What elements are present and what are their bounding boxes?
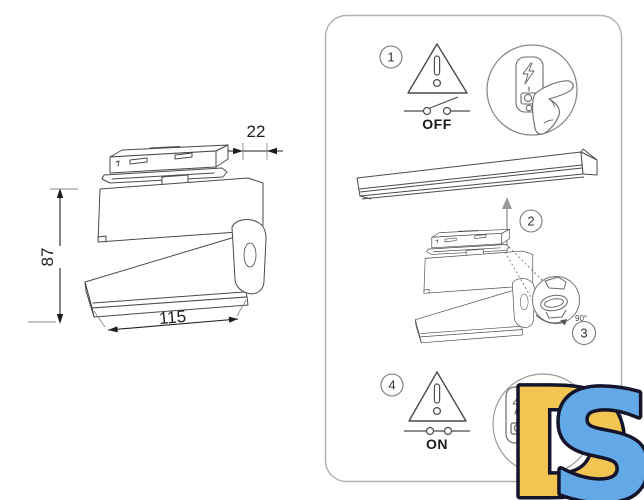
dimension-top-width: 22: [228, 122, 283, 160]
step-4-number: 4: [388, 378, 395, 393]
fixture-drawing: [84, 144, 267, 318]
step-4: 4 ON: [380, 371, 594, 475]
warning-triangle-icon: [408, 371, 467, 422]
wall-switch-hand-icon: [486, 44, 578, 136]
step-2-number: 2: [527, 214, 534, 229]
warning-triangle-icon: [407, 43, 468, 94]
step-1-badge: [379, 45, 403, 69]
dimension-length: 115: [93, 299, 247, 333]
step-4-badge: [380, 373, 404, 397]
fixture-drawing-small: [414, 228, 536, 344]
logo-letter-d: D: [506, 358, 631, 500]
wall-switch-hand-icon: [492, 373, 594, 475]
step-1-number: 1: [387, 50, 394, 65]
ds-watermark-logo: D S: [503, 355, 644, 500]
switch-open-icon: [404, 96, 470, 116]
dimension-label-22: 22: [247, 122, 266, 141]
dimension-label-115: 115: [158, 307, 187, 328]
step-3-number: 3: [580, 326, 587, 341]
track-rail-drawing: [356, 148, 598, 200]
step-3: 90° 3: [414, 228, 597, 346]
step-1: 1 OFF: [379, 43, 578, 136]
logo-letter-s: S: [549, 361, 644, 500]
switch-on-label: ON: [426, 436, 448, 452]
switch-off-label: OFF: [422, 116, 452, 132]
switch-closed-icon: [404, 426, 470, 436]
dimension-label-87: 87: [38, 248, 57, 267]
rotation-detail-magnifier: [531, 275, 581, 326]
step-2-badge: [519, 209, 543, 233]
step-3-badge: [571, 320, 597, 346]
step-2: 2: [356, 148, 598, 270]
instruction-panel-border: [324, 14, 623, 483]
left-dimensional-drawing: 22 87 115: [28, 122, 283, 333]
rotation-angle-label: 90°: [575, 314, 587, 323]
dimension-height: 87: [28, 188, 78, 324]
